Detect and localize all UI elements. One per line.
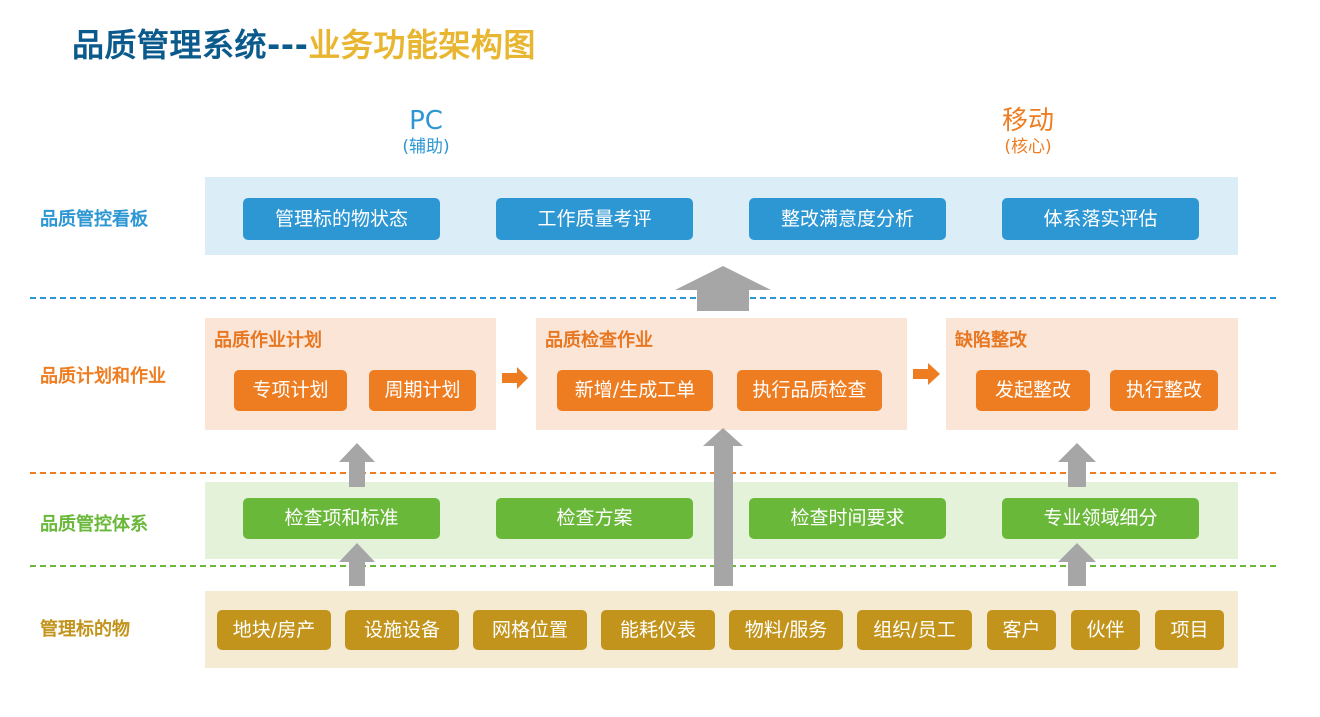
- object-item-customers[interactable]: 客户: [987, 610, 1056, 650]
- planning-item-new-work-order[interactable]: 新增/生成工单: [557, 370, 713, 411]
- object-item-materials-services[interactable]: 物料/服务: [729, 610, 843, 650]
- system-item-check-plan[interactable]: 检查方案: [496, 498, 693, 539]
- planning-group-defect-title: 缺陷整改: [955, 330, 1027, 351]
- object-item-grid-location[interactable]: 网格位置: [473, 610, 587, 650]
- dashboard-item-object-status[interactable]: 管理标的物状态: [243, 198, 440, 240]
- arrow-up-objects-to-system-left: [339, 543, 375, 586]
- row-label-dashboard: 品质管控看板: [40, 209, 148, 230]
- planning-item-periodic-plan[interactable]: 周期计划: [369, 370, 476, 411]
- divider-orange: [30, 472, 1276, 474]
- system-item-domain-breakdown[interactable]: 专业领域细分: [1002, 498, 1199, 539]
- system-item-check-standards[interactable]: 检查项和标准: [243, 498, 440, 539]
- column-pc-sub: (辅助): [402, 137, 450, 157]
- arrow-up-objects-to-system-right: [1058, 543, 1096, 586]
- planning-item-special-plan[interactable]: 专项计划: [234, 370, 347, 411]
- dashboard-item-rectification-satisfaction[interactable]: 整改满意度分析: [749, 198, 946, 240]
- column-mobile-label: 移动: [1001, 106, 1054, 136]
- page-title: 品质管理系统---业务功能架构图: [72, 20, 536, 66]
- planning-group-inspection-title: 品质检查作业: [545, 330, 653, 351]
- title-part-1: 品质管理系统---: [72, 26, 309, 64]
- column-header-mobile: 移动 (核心): [948, 106, 1108, 158]
- object-item-land-property[interactable]: 地块/房产: [217, 610, 331, 650]
- column-pc-label: PC: [409, 106, 443, 136]
- object-item-facilities[interactable]: 设施设备: [345, 610, 459, 650]
- arrow-up-system-to-plan: [339, 443, 375, 487]
- planning-item-execute-inspection[interactable]: 执行品质检查: [737, 370, 882, 411]
- column-header-pc: PC (辅助): [346, 106, 506, 158]
- arrow-right-plan-to-inspection: [502, 367, 528, 389]
- arrow-up-system-to-defect: [1058, 443, 1096, 487]
- divider-blue: [30, 297, 1276, 299]
- system-item-check-time[interactable]: 检查时间要求: [749, 498, 946, 539]
- object-item-energy-meters[interactable]: 能耗仪表: [601, 610, 715, 650]
- object-item-organization-staff[interactable]: 组织/员工: [857, 610, 972, 650]
- arrow-up-objects-to-inspection: [703, 428, 743, 586]
- arrow-up-to-dashboard: [675, 266, 771, 311]
- column-mobile-sub: (核心): [1004, 137, 1052, 157]
- dashboard-item-work-quality[interactable]: 工作质量考评: [496, 198, 693, 240]
- planning-item-initiate-rectification[interactable]: 发起整改: [976, 370, 1090, 411]
- divider-green: [30, 565, 1276, 567]
- title-part-2: 业务功能架构图: [308, 26, 536, 64]
- arrow-right-inspection-to-defect: [913, 363, 940, 385]
- row-label-planning: 品质计划和作业: [40, 366, 166, 387]
- planning-group-plan-title: 品质作业计划: [214, 330, 322, 351]
- dashboard-item-system-evaluation[interactable]: 体系落实评估: [1002, 198, 1199, 240]
- row-label-system: 品质管控体系: [40, 514, 148, 535]
- planning-item-execute-rectification[interactable]: 执行整改: [1110, 370, 1218, 411]
- object-item-partners[interactable]: 伙伴: [1071, 610, 1140, 650]
- row-label-objects: 管理标的物: [40, 619, 130, 640]
- object-item-projects[interactable]: 项目: [1155, 610, 1224, 650]
